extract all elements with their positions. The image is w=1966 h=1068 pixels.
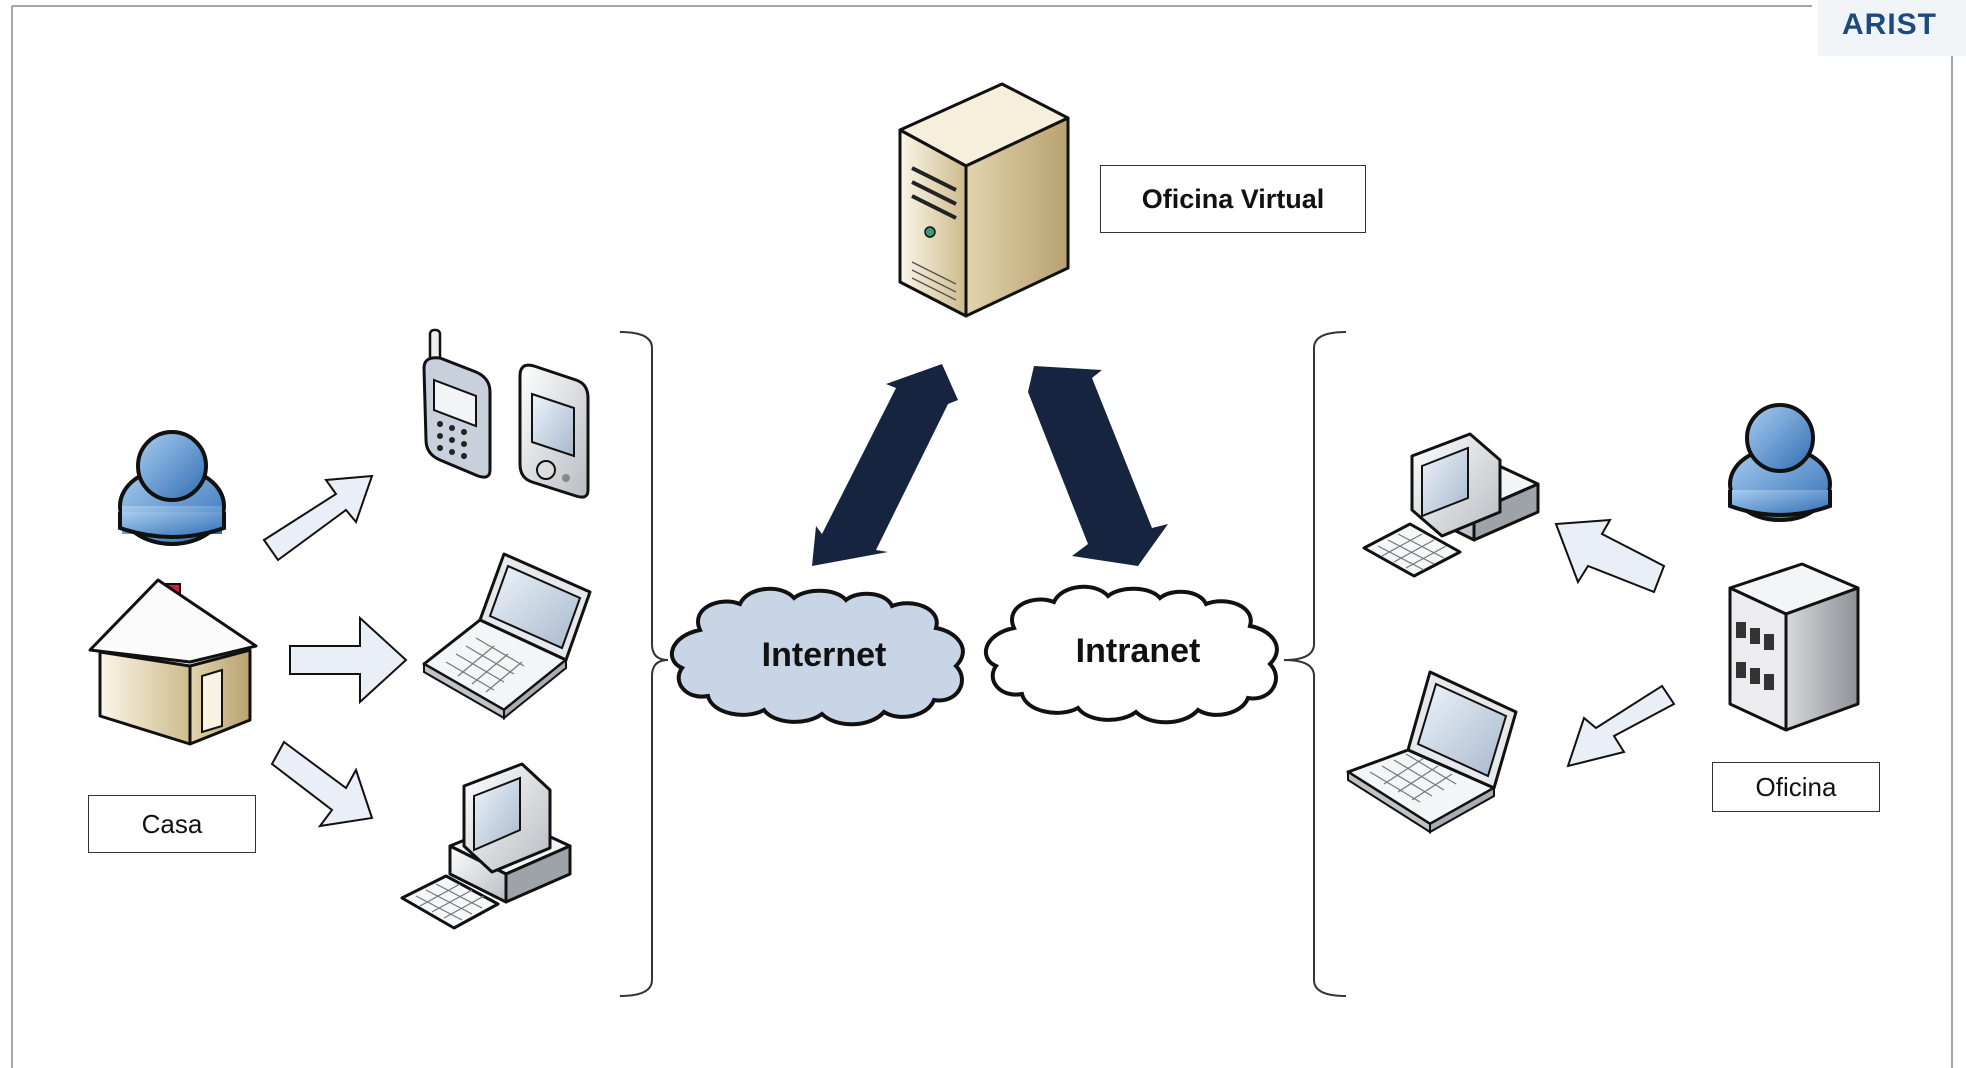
intranet-label: Intranet (1076, 632, 1201, 670)
right-brace (1283, 331, 1347, 997)
server-icon (898, 82, 1070, 318)
internet-label: Internet (762, 636, 887, 674)
oficina-virtual-label: Oficina Virtual (1100, 165, 1366, 233)
arrow-to-laptop (289, 615, 408, 705)
arrow-to-office-desktop (1554, 518, 1666, 594)
office-building-icon (1728, 562, 1860, 732)
home-user-icon (118, 430, 226, 546)
arrow-to-desktop (270, 740, 374, 828)
pda-icon (518, 363, 590, 499)
casa-label: Casa (88, 795, 256, 853)
desktop-computer-icon (400, 762, 572, 930)
brand-logo: ARIST (1818, 0, 1966, 56)
office-laptop-icon (1346, 670, 1518, 834)
laptop-icon (422, 552, 592, 721)
arrow-to-phones (262, 474, 374, 562)
internet-cloud-icon (670, 586, 965, 727)
casa-label-box: Casa (88, 795, 256, 853)
oficina-label: Oficina (1712, 762, 1880, 812)
oficina-virtual-label-box: Oficina Virtual (1100, 165, 1366, 233)
office-user-icon (1728, 403, 1832, 522)
left-brace (619, 331, 669, 997)
bidirectional-arrow-intranet (1028, 366, 1168, 566)
cell-phone-icon (422, 328, 492, 479)
oficina-label-box: Oficina (1712, 762, 1880, 812)
intranet-cloud-icon (984, 584, 1279, 725)
arrow-to-office-laptop (1566, 684, 1676, 768)
bidirectional-arrow-internet (812, 364, 958, 566)
office-desktop-computer-icon (1362, 432, 1540, 578)
house-icon (88, 578, 258, 746)
